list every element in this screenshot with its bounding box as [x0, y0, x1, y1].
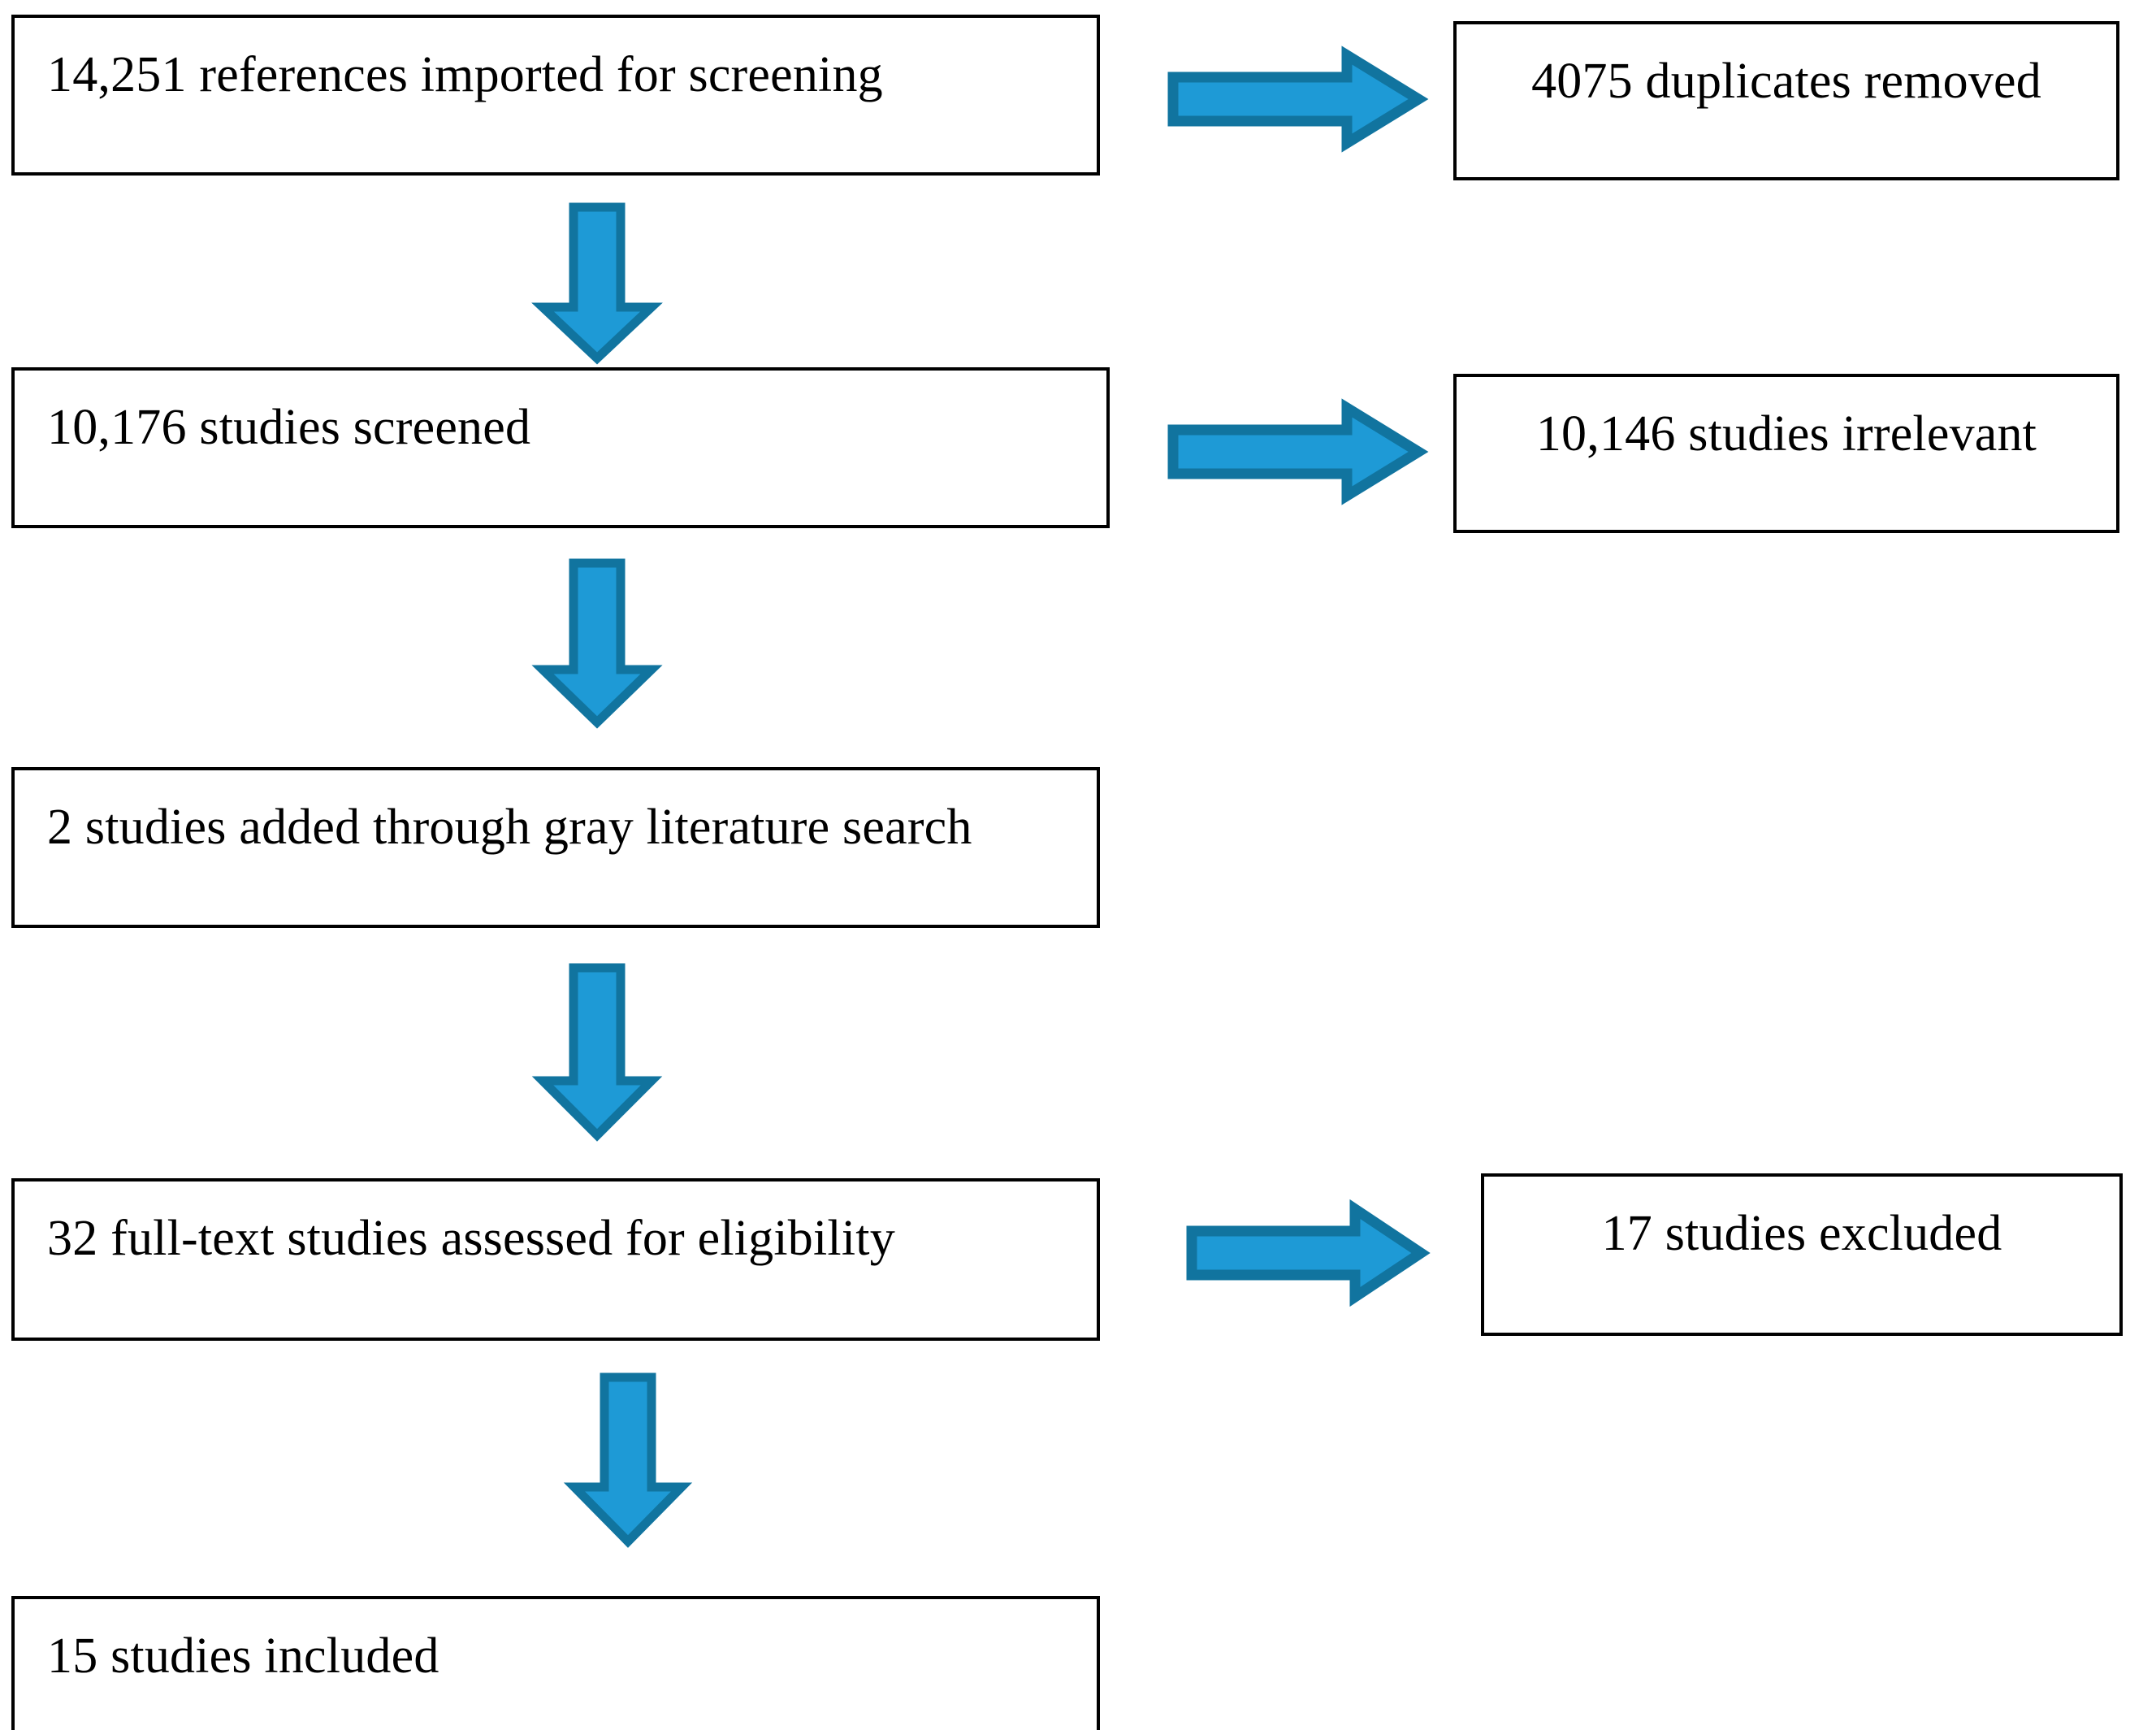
arrow-right-icon — [1186, 1199, 1431, 1307]
flow-box-studies-excluded: 17 studies excluded — [1481, 1173, 2123, 1336]
arrow-right-icon-imported-to-duplicates — [1167, 46, 1429, 153]
arrow-right-icon — [1167, 398, 1429, 505]
arrow-right-icon-fulltext-to-excluded — [1186, 1199, 1431, 1307]
arrow-down-icon — [531, 558, 663, 729]
flow-box-label: 10,146 studies irrelevant — [1535, 406, 2037, 462]
arrow-down-icon-fulltext-to-included — [563, 1372, 693, 1548]
flow-box-duplicates-removed: 4075 duplicates removed — [1453, 21, 2119, 180]
flow-box-label: 4075 duplicates removed — [1531, 54, 2041, 109]
flow-box-label: 15 studies included — [47, 1628, 439, 1684]
flow-box-label: 2 studies added through gray literature … — [47, 800, 972, 855]
arrow-down-icon-imported-to-screened — [531, 202, 663, 365]
flow-box-fulltext-assessed: 32 full-text studies assessed for eligib… — [11, 1178, 1100, 1341]
arrow-down-icon-screened-to-gray-literature — [531, 558, 663, 729]
flow-box-studies-included: 15 studies included — [11, 1596, 1100, 1730]
arrow-down-icon — [531, 963, 663, 1142]
flow-box-studies-irrelevant: 10,146 studies irrelevant — [1453, 374, 2119, 533]
arrow-right-icon — [1167, 46, 1429, 153]
arrow-down-icon — [531, 202, 663, 365]
arrow-down-icon — [563, 1372, 693, 1548]
flow-box-gray-literature-added: 2 studies added through gray literature … — [11, 767, 1100, 928]
flow-box-references-imported: 14,251 references imported for screening — [11, 15, 1100, 176]
arrow-down-icon-gray-literature-to-fulltext — [531, 963, 663, 1142]
flow-box-label: 32 full-text studies assessed for eligib… — [47, 1211, 895, 1266]
flow-box-label: 14,251 references imported for screening — [47, 47, 883, 102]
flow-box-label: 10,176 studies screened — [47, 400, 531, 455]
flow-box-studies-screened: 10,176 studies screened — [11, 367, 1110, 528]
flow-box-label: 17 studies excluded — [1601, 1206, 2002, 1261]
arrow-right-icon-screened-to-irrelevant — [1167, 398, 1429, 505]
